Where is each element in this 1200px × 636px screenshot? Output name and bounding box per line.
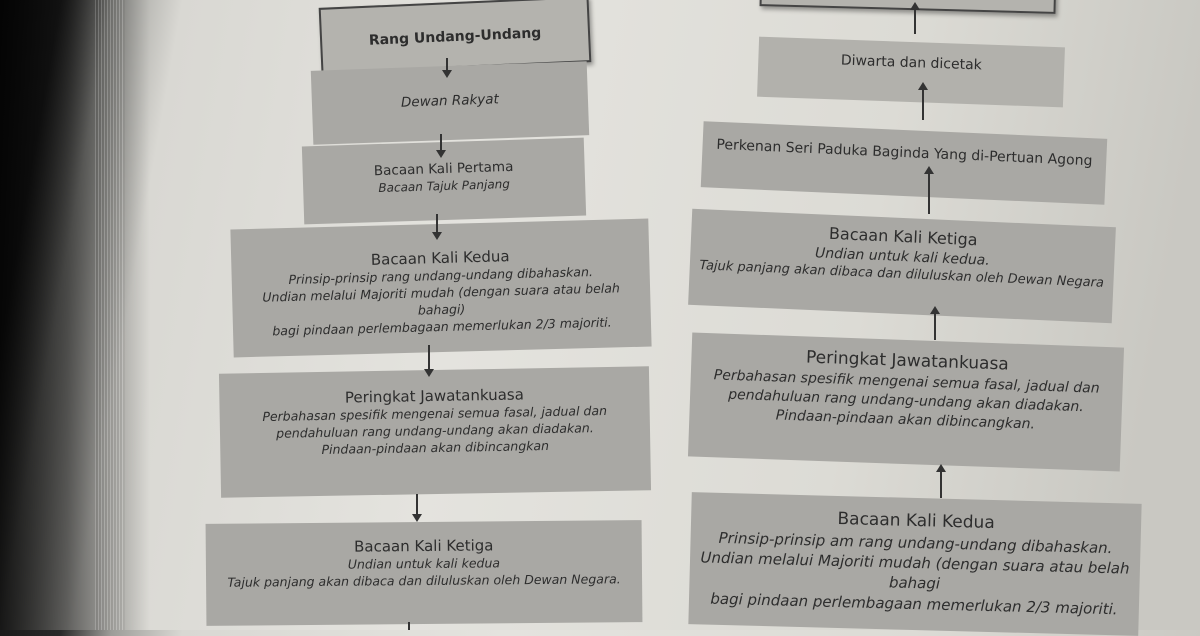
box-peringkat-jawatankuasa-right: Peringkat Jawatankuasa Perbahasan spesif… xyxy=(687,332,1125,472)
box-title: Rang Undang-Undang xyxy=(368,25,542,49)
arrow-up xyxy=(910,2,920,34)
box-bacaan-kali-kedua-right: Bacaan Kali Kedua Prinsip-prinsip am ran… xyxy=(688,492,1142,636)
arrow-up xyxy=(918,82,928,120)
arrow-up xyxy=(924,166,934,214)
box-title: Perkenan Seri Paduka Baginda Yang di-Per… xyxy=(716,136,1093,170)
arrow-down xyxy=(436,134,446,158)
arrow-down xyxy=(442,58,452,78)
arrow-down xyxy=(432,214,442,240)
box-top-partial xyxy=(759,0,1057,14)
arrow-up xyxy=(936,464,946,498)
page-edges xyxy=(95,0,125,630)
box-bacaan-kali-ketiga-left: Bacaan Kali Ketiga Undian untuk kali ked… xyxy=(205,520,643,626)
box-peringkat-jawatankuasa-left: Peringkat Jawatankuasa Perbahasan spesif… xyxy=(218,366,652,498)
box-title: Dewan Rakyat xyxy=(400,91,500,111)
arrow-down xyxy=(412,494,422,522)
box-bacaan-kali-ketiga-right: Bacaan Kali Ketiga Undian untuk kali ked… xyxy=(688,208,1116,324)
arrow-tail xyxy=(408,622,410,630)
box-diwarta: Diwarta dan dicetak xyxy=(757,36,1065,108)
box-title: Diwarta dan dicetak xyxy=(840,52,983,74)
arrow-down xyxy=(424,345,434,377)
arrow-up xyxy=(930,306,940,340)
page-shadow xyxy=(0,0,150,630)
box-perkenan: Perkenan Seri Paduka Baginda Yang di-Per… xyxy=(700,121,1108,205)
box-line: Tajuk panjang akan dibaca dan diluluskan… xyxy=(227,571,621,590)
